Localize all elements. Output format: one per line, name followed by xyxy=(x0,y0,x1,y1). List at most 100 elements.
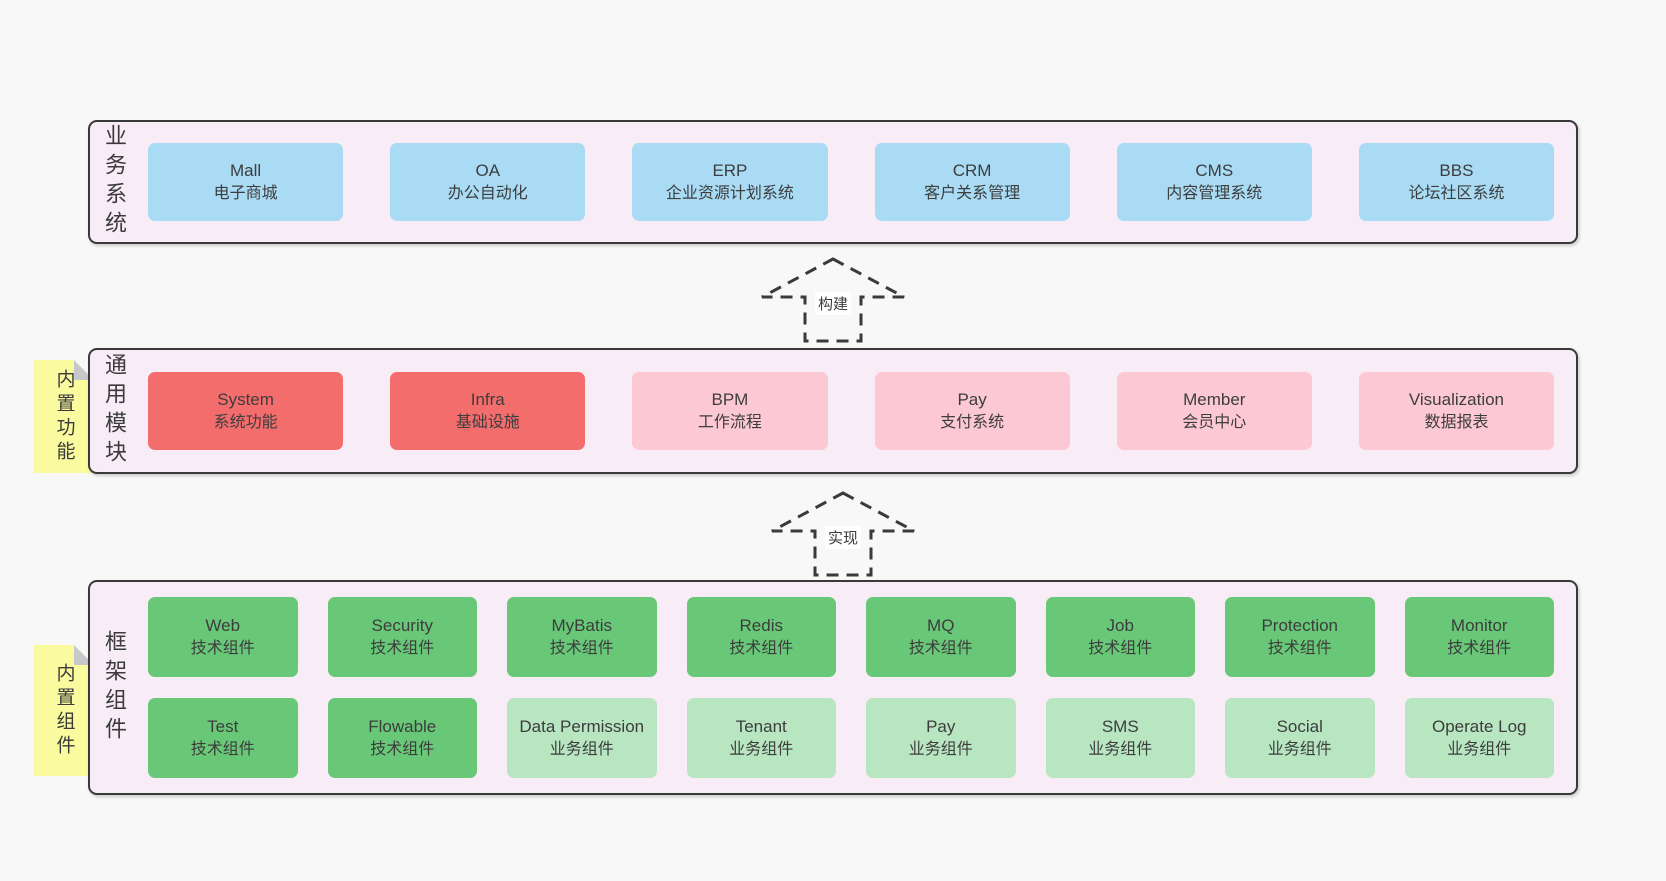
box-subtitle: 系统功能 xyxy=(213,413,278,431)
business-systems-row: Mall 电子商城 OA 办公自动化 ERP 企业资源计划系统 CRM 客户关系… xyxy=(138,122,1576,242)
box-social: Social 业务组件 xyxy=(1225,698,1375,778)
box-subtitle: 技术组件 xyxy=(370,740,435,758)
box-subtitle: 支付系统 xyxy=(940,413,1005,431)
box-title: MyBatis xyxy=(551,615,612,635)
box-title: CMS xyxy=(1195,160,1234,180)
arrow-label: 实现 xyxy=(824,526,862,549)
box-subtitle: 数据报表 xyxy=(1424,413,1489,431)
band-label-wrap: 框架组件 xyxy=(90,582,138,793)
box-job: Job 技术组件 xyxy=(1045,597,1195,677)
box-member: Member 会员中心 xyxy=(1116,372,1312,450)
box-tenant: Tenant 业务组件 xyxy=(686,698,836,778)
box-subtitle: 基础设施 xyxy=(455,413,520,431)
band-label: 框架组件 xyxy=(102,629,127,746)
box-subtitle: 企业资源计划系统 xyxy=(665,184,794,202)
box-oa: OA 办公自动化 xyxy=(390,143,586,221)
framework-components-row-2: Test 技术组件 Flowable 技术组件 Data Permission … xyxy=(148,698,1554,778)
box-monitor: Monitor 技术组件 xyxy=(1404,597,1554,677)
box-title: Visualization xyxy=(1408,389,1505,409)
box-title: Tenant xyxy=(735,716,787,736)
box-subtitle: 业务组件 xyxy=(549,740,614,758)
box-mall: Mall 电子商城 xyxy=(148,143,344,221)
box-title: Member xyxy=(1183,389,1246,409)
box-pay-component: Pay 业务组件 xyxy=(866,698,1016,778)
sticky-note-builtin-components: 内置组件 xyxy=(34,645,94,776)
box-bpm: BPM 工作流程 xyxy=(632,372,828,450)
box-title: Data Permission xyxy=(519,716,645,736)
box-title: SMS xyxy=(1101,716,1139,736)
box-subtitle: 业务组件 xyxy=(729,740,794,758)
box-title: Test xyxy=(207,716,239,736)
box-subtitle: 技术组件 xyxy=(1267,639,1332,657)
build-arrow: 构建 xyxy=(758,256,908,344)
box-erp: ERP 企业资源计划系统 xyxy=(632,143,828,221)
box-mybatis: MyBatis 技术组件 xyxy=(507,597,657,677)
box-title: Job xyxy=(1106,615,1134,635)
box-mq: MQ 技术组件 xyxy=(866,597,1016,677)
sticky-note-builtin-features: 内置功能 xyxy=(34,360,94,473)
box-operate-log: Operate Log 业务组件 xyxy=(1404,698,1554,778)
box-subtitle: 客户关系管理 xyxy=(924,184,1021,202)
box-title: BPM xyxy=(711,389,749,409)
box-title: Flowable xyxy=(368,716,437,736)
box-data-permission: Data Permission 业务组件 xyxy=(507,698,657,778)
box-subtitle: 技术组件 xyxy=(908,639,973,657)
box-title: CRM xyxy=(952,160,992,180)
box-title: Protection xyxy=(1261,615,1339,635)
box-title: Monitor xyxy=(1450,615,1508,635)
common-modules-row: System 系统功能 Infra 基础设施 BPM 工作流程 Pay 支付系统… xyxy=(138,350,1576,472)
box-pay: Pay 支付系统 xyxy=(874,372,1070,450)
box-subtitle: 技术组件 xyxy=(370,639,435,657)
box-system: System 系统功能 xyxy=(148,372,344,450)
box-title: Pay xyxy=(957,389,987,409)
box-title: Redis xyxy=(739,615,783,635)
band-label-wrap: 业务系统 xyxy=(90,122,138,242)
box-title: Pay xyxy=(926,716,956,736)
box-bbs: BBS 论坛社区系统 xyxy=(1358,143,1555,221)
box-test: Test 技术组件 xyxy=(148,698,298,778)
box-sms: SMS 业务组件 xyxy=(1045,698,1195,778)
box-subtitle: 技术组件 xyxy=(549,639,614,657)
band-label: 业务系统 xyxy=(102,124,127,240)
box-subtitle: 电子商城 xyxy=(213,184,278,202)
arrow-label: 构建 xyxy=(814,292,852,315)
up-block-arrow-icon xyxy=(771,491,915,577)
box-subtitle: 论坛社区系统 xyxy=(1408,184,1505,202)
band-common-modules: 通用模块 System 系统功能 Infra 基础设施 BPM 工作流程 Pay… xyxy=(88,348,1578,474)
box-protection: Protection 技术组件 xyxy=(1225,597,1375,677)
box-title: Mall xyxy=(230,160,262,180)
box-title: Social xyxy=(1276,716,1323,736)
box-subtitle: 业务组件 xyxy=(1447,740,1512,758)
band-business-systems: 业务系统 Mall 电子商城 OA 办公自动化 ERP 企业资源计划系统 CRM… xyxy=(88,120,1578,244)
box-redis: Redis 技术组件 xyxy=(686,597,836,677)
box-title: OA xyxy=(475,160,501,180)
box-subtitle: 业务组件 xyxy=(1088,740,1153,758)
box-crm: CRM 客户关系管理 xyxy=(874,143,1070,221)
box-subtitle: 工作流程 xyxy=(697,413,762,431)
up-block-arrow-icon xyxy=(761,257,905,343)
box-title: Operate Log xyxy=(1431,716,1527,736)
box-title: Web xyxy=(205,615,241,635)
box-cms: CMS 内容管理系统 xyxy=(1116,143,1312,221)
box-title: Security xyxy=(371,615,433,635)
box-visualization: Visualization 数据报表 xyxy=(1358,372,1555,450)
box-subtitle: 技术组件 xyxy=(190,639,255,657)
box-title: ERP xyxy=(712,160,748,180)
framework-components-grid: Web 技术组件 Security 技术组件 MyBatis 技术组件 Redi… xyxy=(138,582,1576,793)
box-title: System xyxy=(217,389,274,409)
band-label: 通用模块 xyxy=(102,353,127,469)
box-subtitle: 技术组件 xyxy=(1447,639,1512,657)
box-subtitle: 办公自动化 xyxy=(447,184,528,202)
sticky-label: 内置功能 xyxy=(53,368,75,465)
box-title: MQ xyxy=(927,615,955,635)
sticky-label: 内置组件 xyxy=(53,662,75,759)
band-framework-components: 框架组件 Web 技术组件 Security 技术组件 MyBatis 技术组件… xyxy=(88,580,1578,795)
box-infra: Infra 基础设施 xyxy=(390,372,586,450)
box-subtitle: 业务组件 xyxy=(1267,740,1332,758)
box-subtitle: 内容管理系统 xyxy=(1166,184,1263,202)
box-subtitle: 会员中心 xyxy=(1182,413,1247,431)
box-flowable: Flowable 技术组件 xyxy=(327,698,477,778)
box-web: Web 技术组件 xyxy=(148,597,298,677)
implement-arrow: 实现 xyxy=(768,490,918,578)
framework-components-row-1: Web 技术组件 Security 技术组件 MyBatis 技术组件 Redi… xyxy=(148,597,1554,677)
